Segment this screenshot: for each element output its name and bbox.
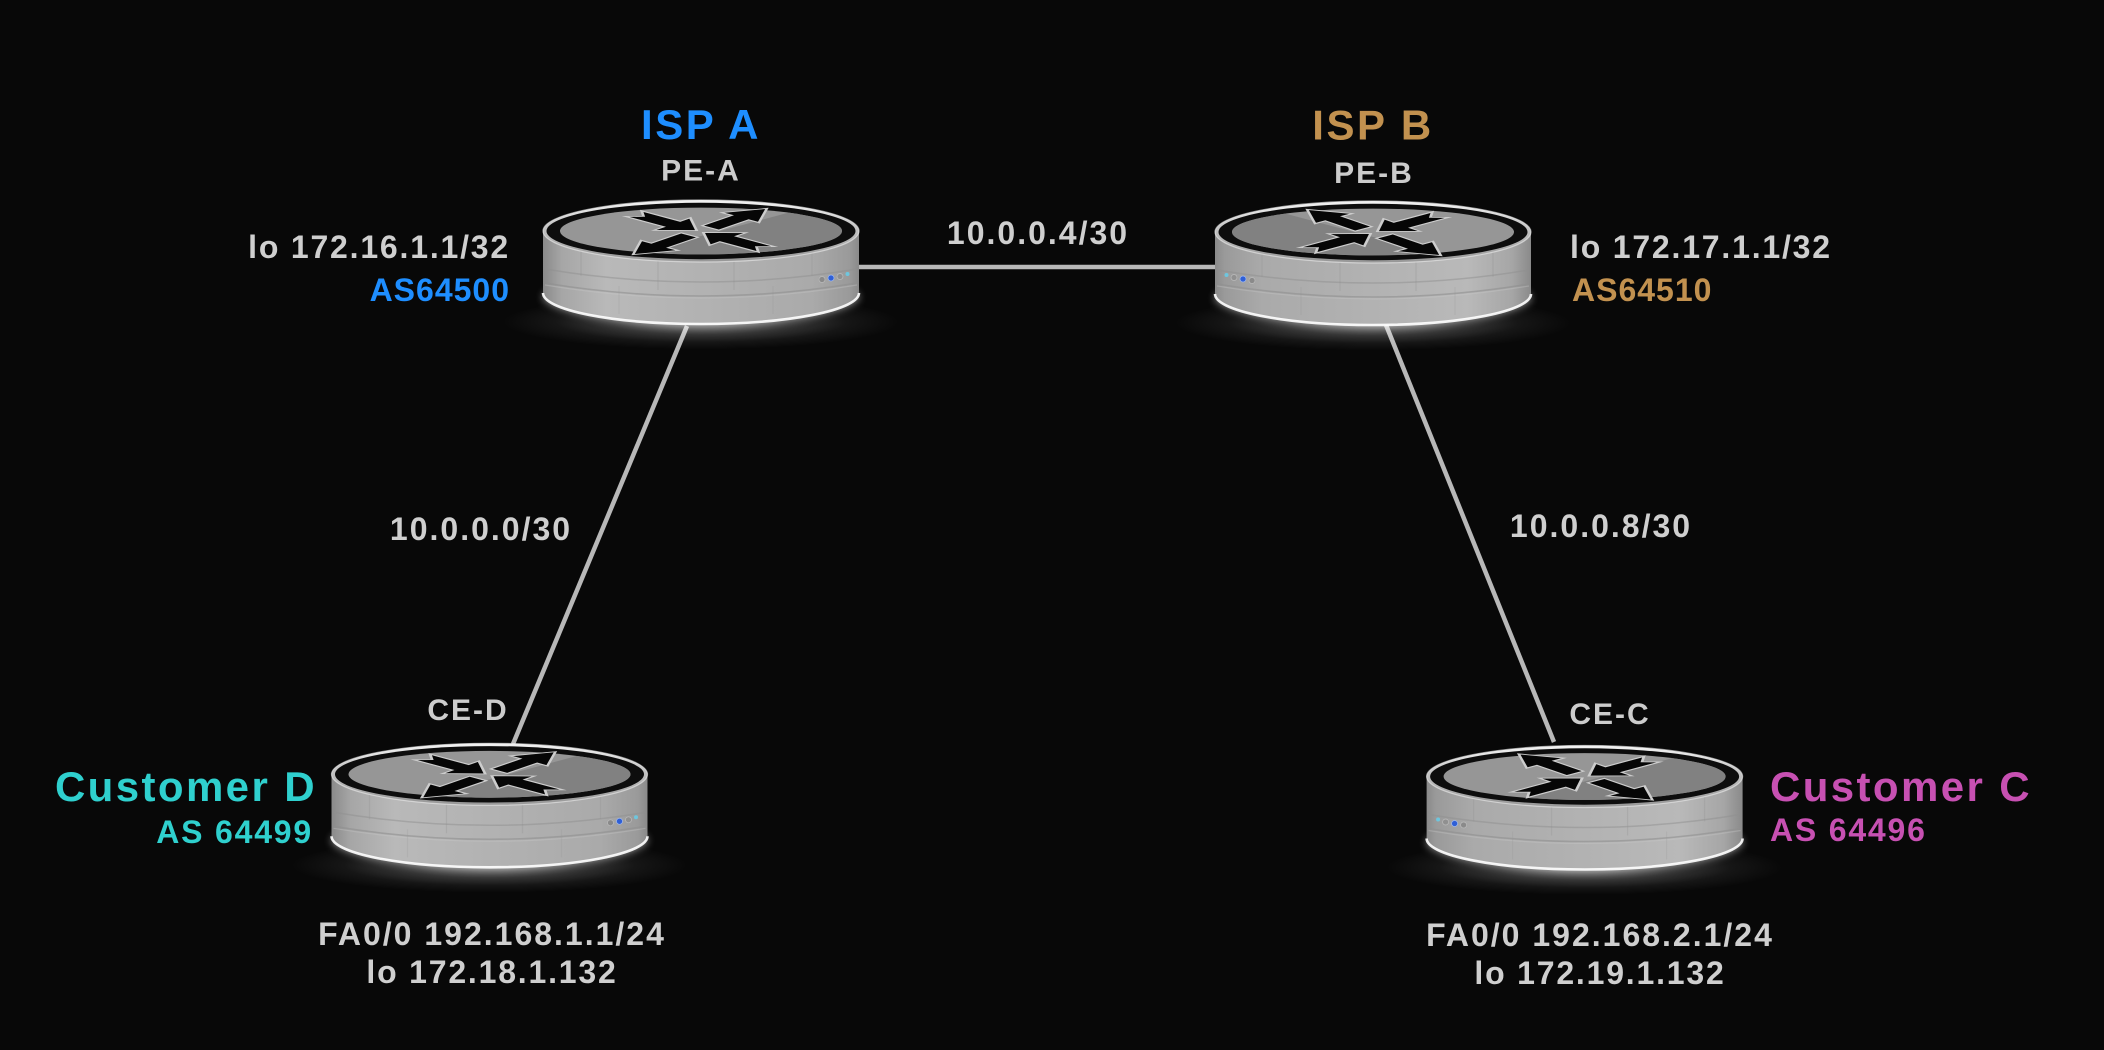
svg-text:ISP B: ISP B: [1312, 102, 1433, 149]
svg-text:lo 172.19.1.132: lo 172.19.1.132: [1474, 955, 1725, 991]
svg-text:Customer C: Customer C: [1770, 763, 2032, 810]
svg-text:10.0.0.4/30: 10.0.0.4/30: [947, 215, 1129, 251]
svg-text:AS64510: AS64510: [1572, 272, 1712, 308]
svg-text:FA0/0 192.168.2.1/24: FA0/0 192.168.2.1/24: [1426, 917, 1774, 953]
svg-text:AS 64499: AS 64499: [156, 814, 313, 850]
svg-text:AS 64496: AS 64496: [1770, 812, 1927, 848]
svg-text:CE-D: CE-D: [427, 694, 508, 727]
svg-text:AS64500: AS64500: [370, 272, 510, 308]
svg-text:lo 172.16.1.1/32: lo 172.16.1.1/32: [248, 229, 510, 265]
svg-text:PE-B: PE-B: [1334, 157, 1414, 190]
svg-text:10.0.0.8/30: 10.0.0.8/30: [1510, 508, 1692, 544]
svg-text:FA0/0 192.168.1.1/24: FA0/0 192.168.1.1/24: [318, 916, 666, 952]
svg-text:CE-C: CE-C: [1569, 698, 1650, 731]
svg-text:ISP A: ISP A: [641, 101, 761, 148]
svg-text:lo 172.18.1.132: lo 172.18.1.132: [366, 954, 617, 990]
svg-text:lo 172.17.1.1/32: lo 172.17.1.1/32: [1570, 229, 1832, 265]
svg-text:PE-A: PE-A: [661, 155, 741, 188]
svg-text:10.0.0.0/30: 10.0.0.0/30: [390, 511, 572, 547]
svg-text:Customer D: Customer D: [55, 763, 317, 810]
